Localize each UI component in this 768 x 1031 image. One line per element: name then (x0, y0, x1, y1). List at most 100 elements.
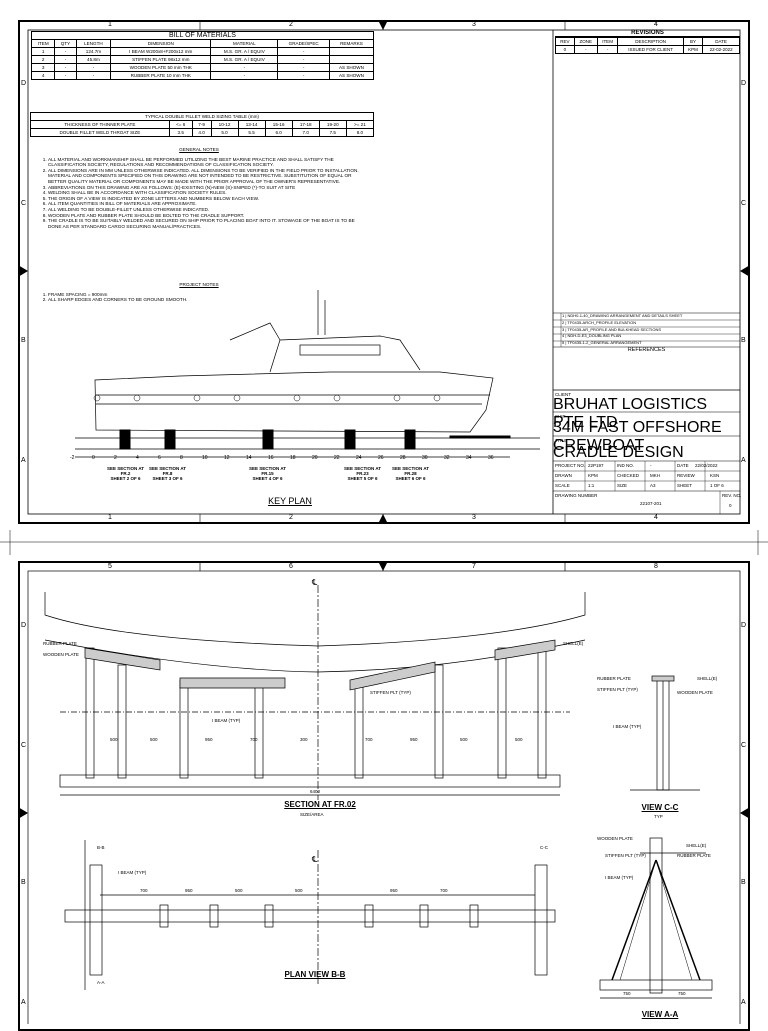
reference-item: 1 | NDH0-1-40_DRAWING ARRANGEMENT AND DE… (562, 313, 683, 318)
frame-number: -2 (70, 455, 75, 461)
checked-label: CHECKED (617, 473, 640, 478)
zone-b-right: B (741, 337, 746, 344)
date-label: DATE (677, 463, 689, 468)
plan-dim: 500 (295, 888, 303, 893)
zone-c-left-s2: C (21, 742, 27, 749)
zone-8-top: 8 (654, 563, 658, 570)
viewa-dim-left: 750 (623, 991, 631, 996)
zone-1-top: 1 (108, 21, 112, 28)
frame-number: 0 (92, 455, 95, 461)
project-notes-title: PROJECT NOTES (179, 282, 219, 287)
weld-sizing-table: TYPICAL DOUBLE FILLET WELD SIZING TABLE … (30, 112, 375, 137)
frame-number: 8 (180, 455, 183, 461)
zone-1-bottom: 1 (108, 514, 112, 521)
zone-b-right-s2: B (741, 879, 746, 886)
drawn-value: KPM (588, 473, 598, 478)
zone-2-bottom: 2 (289, 514, 293, 521)
rev-cell: 22-02-2022 (702, 45, 740, 54)
bill-of-materials-table: BILL OF MATERIALS ITEM QTY LENGTH DIMENS… (30, 31, 375, 80)
zone-4-bottom: 4 (654, 514, 658, 521)
drawing-title: CRADLE DESIGN (553, 444, 684, 461)
viewa-stiffen-plate: STIFFEN PLT (TYP) (605, 853, 646, 858)
plan-c-tag: C-C (540, 845, 548, 850)
frame-number: 30 (422, 455, 428, 461)
view-c-subtitle: TYP (654, 814, 663, 819)
viewa-wooden-plate: WOODEN PLATE (597, 836, 633, 841)
zone-d-right-s2: D (741, 622, 747, 629)
view-a-title: VIEW A-A (641, 1010, 679, 1019)
section-callout-label: SEE SECTION AT FR.15 (248, 466, 286, 476)
bom-cell: 4 (30, 71, 56, 80)
zone-a-left-s2: A (21, 999, 26, 1006)
zone-3-bottom: 3 (472, 514, 476, 521)
frame-number: 6 (158, 455, 161, 461)
section-callout: SEE SECTION AT FR.15 SHEET 4 OF 6 (245, 466, 290, 481)
review-value: KSN (710, 473, 720, 478)
rev-no: 0 (729, 503, 732, 508)
rev-cell: KPM (682, 45, 704, 54)
frame-number: 4 (136, 455, 139, 461)
zone-d-right: D (741, 80, 747, 87)
bom-cell: - (54, 71, 77, 80)
plan-ibeam-label: I BEAM (TYP) (118, 870, 147, 875)
section-callout-label: SEE SECTION AT FR.23 (343, 466, 381, 476)
section-callout: SEE SECTION AT FR.23 SHEET 5 OF 6 (340, 466, 385, 481)
general-notes-title: GENERAL NOTES (179, 147, 219, 152)
plan-dim: 700 (440, 888, 448, 893)
title-label: TITLE (555, 438, 568, 443)
frame-number: 10 (202, 455, 208, 461)
reference-item: 3 | TF0435-AR_PROFILE AND BULKHEAD SECTI… (562, 326, 661, 332)
section-callout: SEE SECTION AT FR.8 SHEET 3 OF 6 (145, 466, 190, 481)
revisions-title: REVISIONS (555, 30, 740, 37)
review-label: REVIEW (677, 473, 695, 478)
general-notes: GENERAL NOTES ALL MATERIAL AND WORKMANSH… (34, 147, 364, 229)
viewa-shell: SHELL(E) (686, 843, 707, 848)
section-dim: 500 (460, 737, 468, 742)
zone-a-right: A (741, 457, 746, 464)
rubber-plate-label: RUBBER PLATE (43, 641, 77, 646)
zone-2-top: 2 (289, 21, 293, 28)
frame-number: 26 (378, 455, 384, 461)
reference-item: 5 | TF0435-1-2_GENERAL ARRANGEMENT (562, 340, 642, 346)
frame-number: 32 (444, 455, 450, 461)
plan-b-tag: B-B (97, 845, 105, 850)
plan-dim: 950 (185, 888, 193, 893)
frame-number: 18 (290, 455, 296, 461)
section-dim: 950 (205, 737, 213, 742)
client-label: CLIENT (555, 392, 572, 397)
frame-number: 2 (114, 455, 117, 461)
zone-c-left: C (21, 200, 27, 207)
frame-number: 34 (466, 455, 472, 461)
ship-name: 34M FAST OFFSHORE CREWBOAT (553, 419, 722, 454)
section-dim: 950 (410, 737, 418, 742)
note-item: THE CRADLE IS TO BE SUITABLY WELDED AND … (48, 218, 364, 229)
zone-c-right: C (741, 200, 747, 207)
weld-cell: 3.5 (168, 128, 193, 137)
checked-value: MKH (650, 473, 660, 478)
drawing-number-label: DRAWING NUMBER (555, 493, 598, 498)
plan-centerline-symbol: ℄ (312, 855, 318, 864)
rev-cell: - (573, 45, 598, 54)
ind-no: - (650, 463, 652, 468)
section-dim: 500 (110, 737, 118, 742)
zone-4-top: 4 (654, 21, 658, 28)
size-value: A3 (650, 483, 656, 488)
note-item: WELDING SHALL BE IN ACCORDANCE WITH CLAS… (48, 190, 364, 196)
shell-label: SHELL(E) (563, 641, 584, 646)
section-callout-sheet: SHEET 2 OF 6 (110, 476, 141, 481)
table-row: 4--RUBBER PLATE 10 mm THK--AS SHOWN (30, 71, 375, 80)
section-dim: 700 (250, 737, 258, 742)
note-item: ALL MATERIAL AND WORKMANSHIP SHALL BE PE… (48, 157, 364, 168)
plan-dim: 950 (390, 888, 398, 893)
zone-6-top: 6 (289, 563, 293, 570)
plan-dim: 500 (235, 888, 243, 893)
zone-5-top: 5 (108, 563, 112, 570)
